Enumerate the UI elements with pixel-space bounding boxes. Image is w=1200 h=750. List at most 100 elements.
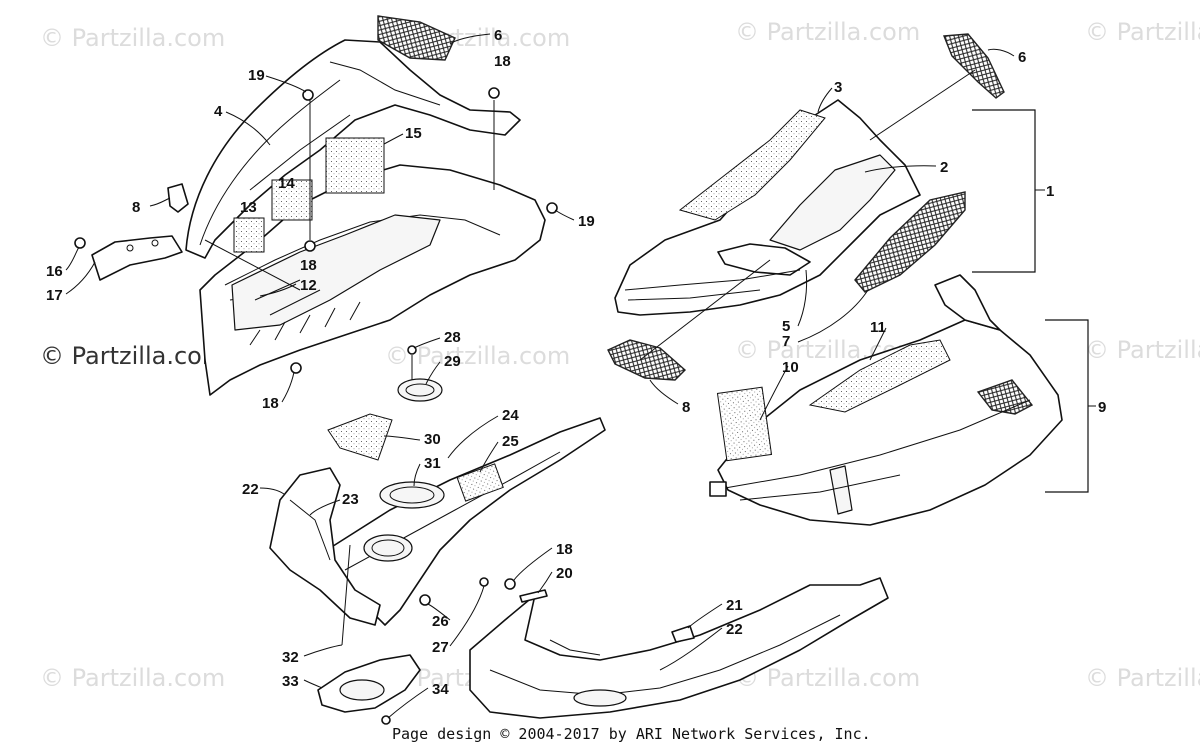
nut-18-b [488,87,500,99]
callout-12: 12 [300,277,317,294]
callout-21: 21 [726,597,743,614]
callout-labels: 1 2 3 4 5 6 6 7 8 8 9 10 11 12 13 14 15 … [46,27,1106,698]
lower-vent-grill [607,339,687,381]
leader-line [425,361,441,385]
side-panel-assembly [607,33,1045,381]
leader-line [817,87,833,113]
callout-24: 24 [502,407,519,424]
skid-runner [469,577,889,719]
opening-lower [363,534,413,562]
hood-window [231,214,441,331]
hood-assembly [74,15,558,396]
leader-line [649,379,679,405]
leader-line [309,499,341,516]
hood-upper-panel [185,39,521,259]
callout-31: 31 [424,455,441,472]
callout-29: 29 [444,353,461,370]
gasket-29 [397,378,443,402]
hood-lower-shell [199,164,546,396]
leader-line [65,261,96,295]
callout-18a: 18 [494,53,511,70]
leader-line [759,365,789,421]
leader-line [225,111,271,146]
screw-19-b [546,202,558,214]
nose-tab [709,481,727,497]
callout-5: 5 [782,318,790,335]
watermark: © Partzilla.com [735,18,920,46]
leader-line [341,544,351,646]
hood-clip [167,183,189,213]
side-panel-scoop [717,243,811,276]
leader-line [797,289,869,343]
leader-line [659,627,723,671]
callout-19a: 19 [248,67,265,84]
leader-line [149,197,171,207]
side-panel-window-2 [769,154,896,251]
leader-line [383,133,404,145]
hood-vent-grill-top [377,15,456,61]
callout-34: 34 [432,681,449,698]
callout-16: 16 [46,263,63,280]
leader-line [869,327,887,361]
callout-18d: 18 [556,541,573,558]
decal-14 [271,179,313,221]
bracket-1 [972,109,1036,273]
callout-22b: 22 [726,621,743,638]
callout-18b: 18 [300,257,317,274]
nut-18-c [290,362,302,374]
leader-line [265,75,307,93]
callout-17: 17 [46,287,63,304]
watermark: © Partzilla.com [1085,18,1200,46]
bolt-20 [519,589,548,603]
hood-side-trim [91,235,183,281]
leader-line [387,687,429,719]
leader-line [427,603,451,621]
leader-line [687,603,723,629]
belly-pan-assembly [269,345,606,725]
decal-25 [456,463,504,502]
callout-19b: 19 [578,213,595,230]
decal-30 [327,413,393,461]
screw-26 [419,594,431,606]
callout-6b: 6 [1018,49,1026,66]
callout-11: 11 [870,319,886,336]
leader-line [479,441,499,473]
callout-6a: 6 [494,27,502,44]
clip-27 [479,577,489,587]
skid-clip-21 [671,625,695,643]
leader-line [864,165,937,173]
leader-line [869,69,976,141]
nose-slot [829,465,853,515]
callout-20: 20 [556,565,573,582]
decal-15 [325,137,385,194]
leader-line [281,371,295,403]
callout-3: 3 [834,79,842,96]
callout-2: 2 [940,159,948,176]
leader-line [447,415,499,459]
leader-line [303,679,323,689]
leader-line [413,337,441,349]
callout-8b: 8 [682,399,690,416]
callout-8a: 8 [132,199,140,216]
decal-11 [808,339,951,413]
callout-9: 9 [1098,399,1106,416]
callout-30: 30 [424,431,441,448]
callout-1: 1 [1046,183,1054,200]
leader-line [449,585,485,647]
leader-line [413,463,421,487]
callout-7: 7 [782,333,790,350]
callout-32: 32 [282,649,299,666]
screw-19-a [302,89,314,101]
leader-line [537,571,553,594]
leader-line [383,435,421,441]
leader-line [204,239,301,291]
leader-line [987,48,1015,57]
callout-26: 26 [432,613,449,630]
watermark: © Partzilla.com [40,24,225,52]
watermark: © Partzilla.com [1085,336,1200,364]
callout-15: 15 [405,125,422,142]
decal-13 [233,217,265,253]
nose-vent [976,379,1034,415]
callout-33: 33 [282,673,299,690]
